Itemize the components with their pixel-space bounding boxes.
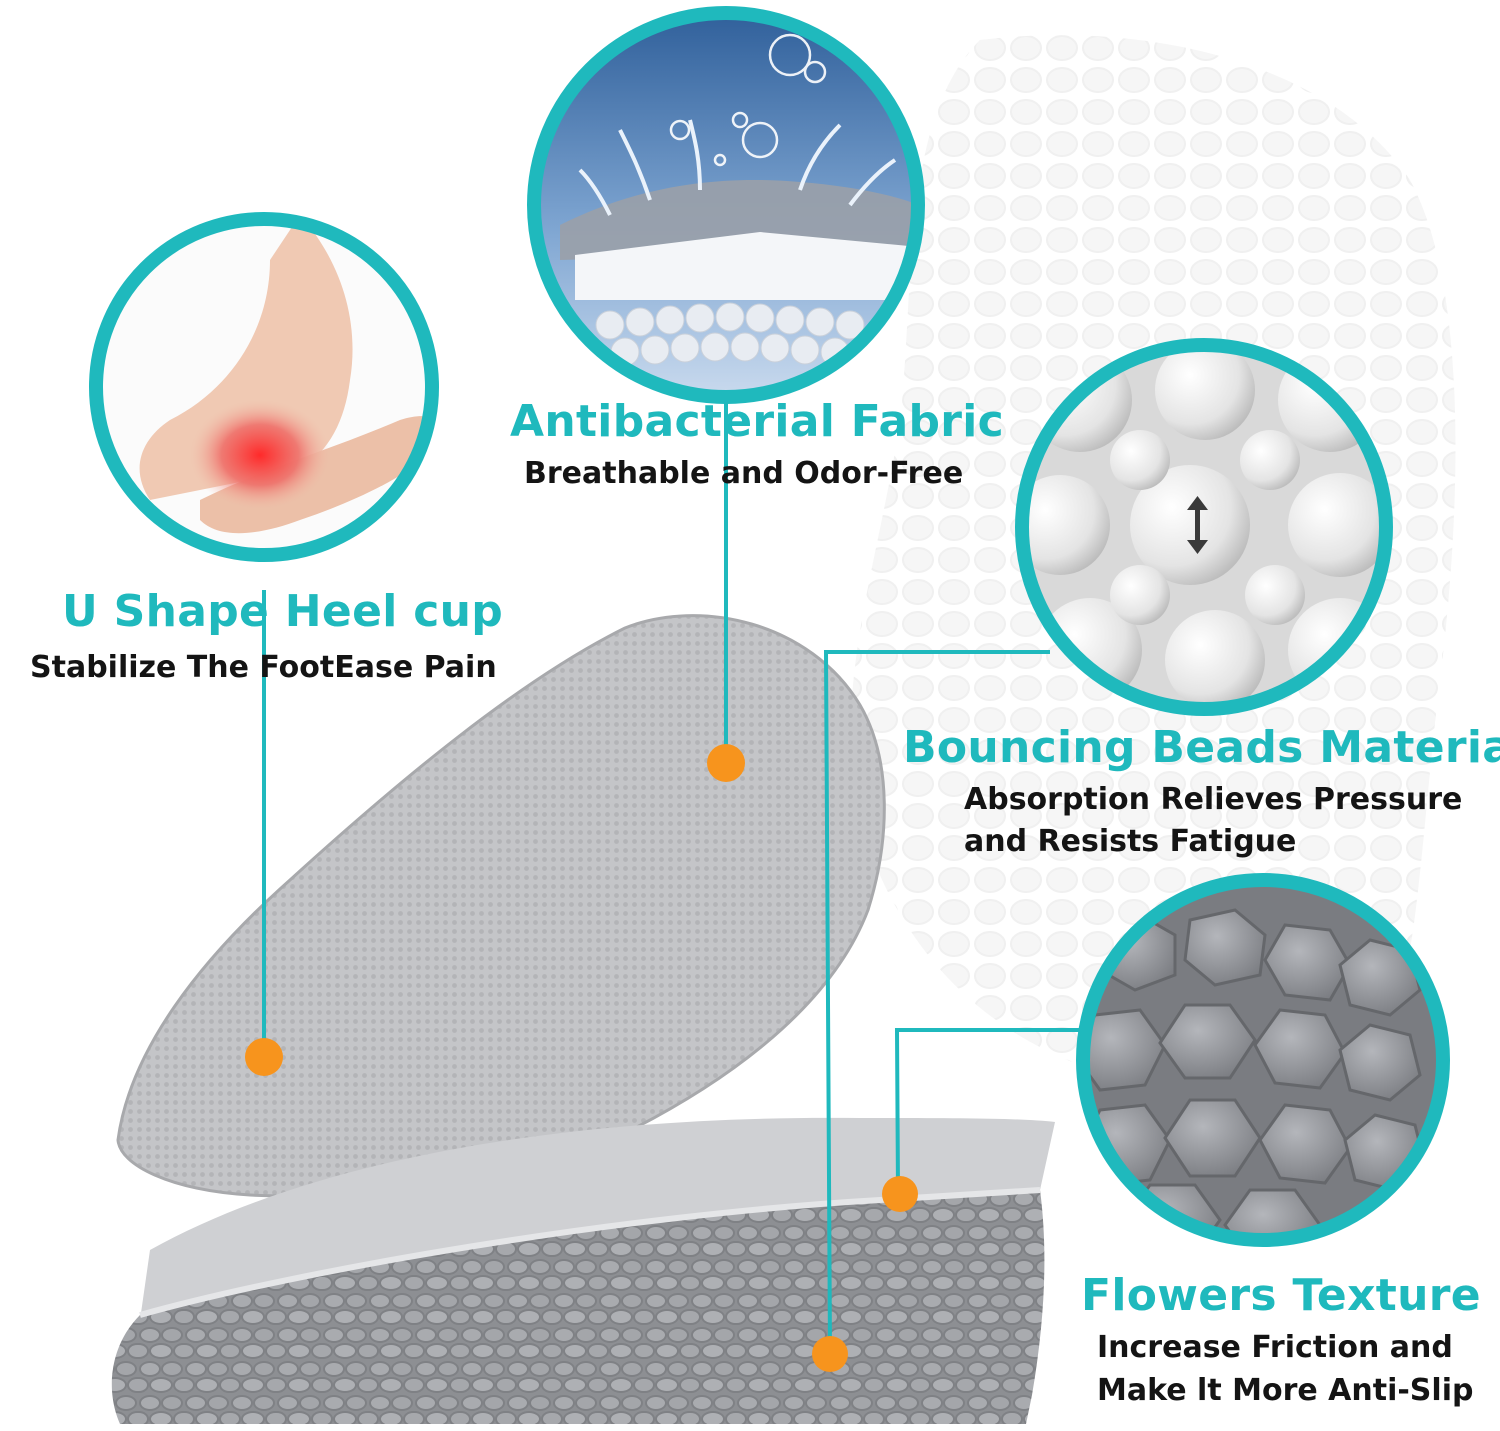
beads-marker-dot — [812, 1336, 848, 1372]
texture-subtitle-line-1: Increase Friction and — [1097, 1330, 1453, 1365]
fabric-subtitle: Breathable and Odor-Free — [524, 456, 964, 491]
texture-title: Flowers Texture — [1081, 1270, 1481, 1321]
beads-title: Bouncing Beads Material — [903, 722, 1500, 773]
breathable-fabric-icon — [527, 6, 925, 404]
texture-subtitle-line-2: Make lt More Anti-Slip — [1097, 1373, 1474, 1408]
texture-icon — [1076, 873, 1450, 1247]
fabric-marker-dot — [707, 744, 745, 782]
beads-subtitle-line-1: Absorption Relieves Pressure — [964, 782, 1463, 817]
heel-cup-marker-dot — [245, 1038, 283, 1076]
beads-leader-line — [823, 650, 1050, 1353]
fabric-title: Antibacterial Fabric — [510, 396, 1005, 447]
texture-marker-dot — [882, 1176, 918, 1212]
heel-cup-subtitle: Stabilize The FootEase Pain — [30, 650, 497, 685]
beads-icon — [1015, 338, 1393, 716]
heel-cup-title: U Shape Heel cup — [62, 586, 504, 637]
beads-subtitle-line-2: and Resists Fatigue — [964, 824, 1297, 859]
heel-pain-icon — [89, 212, 439, 562]
texture-leader-line — [894, 1028, 1080, 1193]
